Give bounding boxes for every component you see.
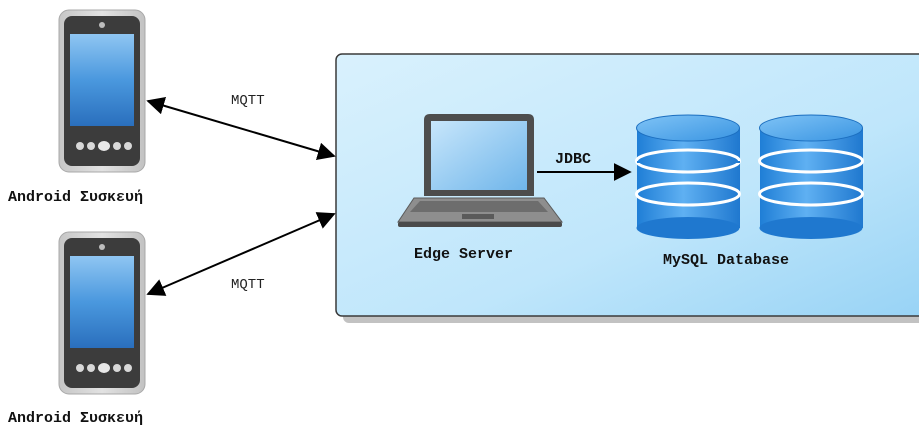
android-phone-icon bbox=[58, 231, 146, 395]
mqtt-label: MQTT bbox=[231, 277, 265, 293]
device-label: Android Συσκευή bbox=[8, 410, 143, 426]
edge-server-label: Edge Server bbox=[414, 246, 513, 263]
mqtt-label: MQTT bbox=[231, 93, 265, 109]
database-icon bbox=[635, 114, 741, 239]
laptop-icon bbox=[397, 114, 563, 227]
mqtt-connection-arrow bbox=[146, 212, 336, 296]
database-icon bbox=[758, 114, 864, 239]
device-label: Android Συσκευή bbox=[8, 189, 143, 206]
mqtt-connection-arrow bbox=[146, 96, 336, 161]
jdbc-label: JDBC bbox=[555, 151, 591, 168]
android-phone-icon bbox=[58, 9, 146, 173]
mysql-database-label: MySQL Database bbox=[663, 252, 789, 269]
